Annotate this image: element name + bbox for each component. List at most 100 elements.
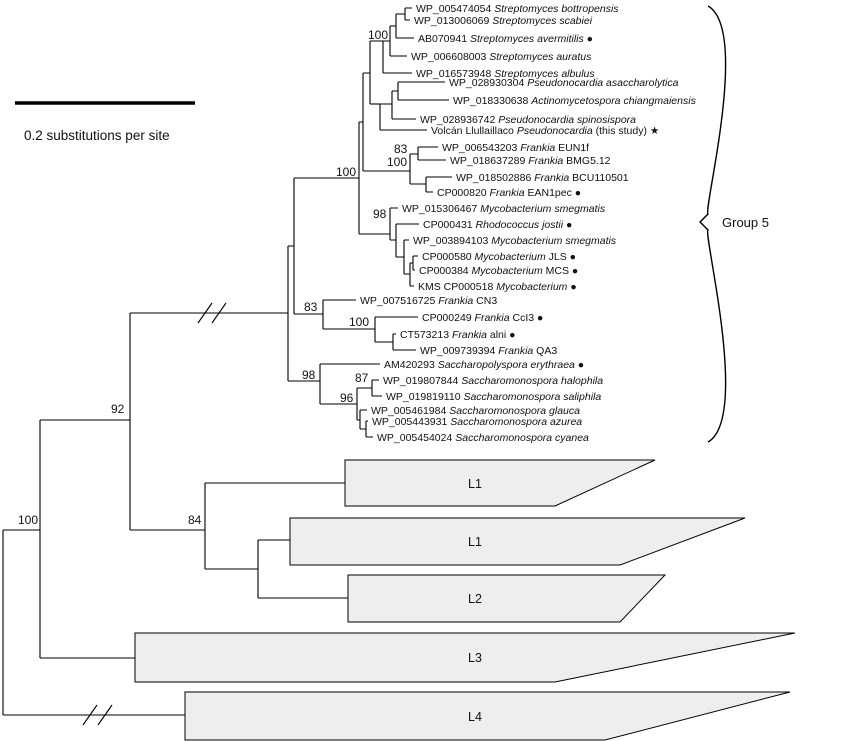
leaf-accession: WP_018637289: [450, 155, 528, 167]
leaf-species: Pseudonocardia asaccharolytica: [527, 77, 678, 89]
branch: [356, 387, 372, 421]
dot-marker-icon: ●: [575, 359, 584, 371]
leaf-accession: WP_006543203: [442, 142, 520, 154]
branch: [371, 379, 382, 397]
leaf-species: Frankia: [438, 295, 473, 307]
support-value: 100: [336, 165, 356, 179]
leaf-species: Frankia: [498, 345, 533, 357]
leaf-label: CT573213 Frankia alni ●: [400, 329, 516, 341]
support-value: 100: [349, 315, 369, 329]
leaf-species: Streptomyces avermitilis: [470, 33, 585, 45]
support-value: 98: [373, 207, 387, 221]
leaf-species: Streptomyces bottropensis: [494, 3, 619, 15]
collapsed-clade-shape: [347, 574, 667, 623]
star-marker-icon: ★: [647, 125, 660, 137]
clade-label: L2: [468, 592, 482, 606]
clade-label: L4: [468, 710, 482, 724]
leaf-strain: BCU110501: [569, 172, 629, 184]
leaf-species: Streptomyces albulus: [494, 68, 595, 80]
leaf-species: Saccharomonospora cyanea: [455, 432, 589, 444]
leaf-label: WP_018637289 Frankia BMG5.12: [450, 155, 611, 167]
leaf-strain: alni: [487, 329, 506, 341]
leaf-strain: QA3: [533, 345, 557, 357]
break-mark: [211, 302, 227, 324]
support-values: 100 83 100 100 98 83 100 98 87 96 92 84 …: [18, 28, 408, 527]
branch: [319, 363, 380, 405]
support-value: 83: [304, 300, 318, 314]
leaf-species: Saccharomonospora halophila: [461, 375, 603, 387]
leaf-species: Saccharomonospora glauca: [449, 405, 580, 417]
leaf-label: WP_009739394 Frankia QA3: [420, 345, 557, 357]
leaf-species: Mycobacterium smegmatis: [491, 235, 617, 247]
leaf-accession: WP_028930304: [449, 77, 527, 89]
leaf-accession: WP_005461984: [371, 405, 449, 417]
clade-label: L1: [468, 477, 482, 491]
support-value: 96: [340, 391, 354, 405]
leaf-accession: AB070941: [418, 33, 470, 45]
leaf-label: WP_005454024 Saccharomonospora cyanea: [377, 432, 589, 444]
leaf-label: WP_019819110 Saccharomonospora saliphila: [386, 391, 601, 403]
break-mark: [97, 704, 113, 726]
leaf-label: WP_006608003 Streptomyces auratus: [411, 51, 592, 63]
leaf-species: Saccharomonospora saliphila: [463, 391, 601, 403]
leaf-strain: CN3: [473, 295, 497, 307]
dot-marker-icon: ●: [563, 219, 572, 231]
leaf-accession: WP_028936742: [420, 114, 498, 126]
leaf-label: WP_018330638 Actinomycetospora chiangmai…: [453, 95, 697, 107]
branch: [369, 40, 383, 104]
leaf-strain: CcI3: [510, 312, 535, 324]
leaf-species: Frankia: [452, 329, 487, 341]
leaf-label: CP000431 Rhodococcus jostii ●: [423, 219, 572, 231]
leaf-accession: WP_005443931: [372, 416, 450, 428]
clade-label: L3: [468, 651, 482, 665]
leaf-accession: WP_018502886: [456, 172, 534, 184]
branch: [382, 40, 412, 74]
leaf-accession: WP_015306467: [402, 203, 480, 215]
leaf-label: WP_005474054 Streptomyces bottropensis: [416, 3, 619, 15]
leaf-accession: CP000431: [423, 219, 476, 231]
branch: [129, 312, 288, 530]
leaf-accession: WP_007516725: [360, 295, 438, 307]
support-value: 84: [188, 513, 202, 527]
branch: [412, 255, 418, 271]
break-mark: [82, 704, 98, 726]
collapsed-clade-shape: [184, 691, 791, 741]
leaf-species: Saccharomonospora azurea: [450, 416, 582, 428]
leaf-species: Saccharopolyspora erythraea: [438, 359, 575, 371]
dot-marker-icon: ●: [534, 312, 543, 324]
branch: [293, 177, 359, 315]
branch: [389, 207, 398, 241]
support-value: 87: [355, 371, 369, 385]
group-5-brace: Group 5: [699, 5, 769, 443]
leaf-label: CP000580 Mycobacterium JLS ●: [422, 251, 576, 263]
leaf-accession: CP000580: [422, 251, 475, 263]
leaf-species: Mycobacterium: [496, 281, 567, 293]
branch: [358, 121, 363, 234]
tree-branches: [2, 7, 452, 716]
branch: [397, 81, 449, 101]
leaf-accession: WP_019819110: [386, 391, 463, 403]
leaf-strain: (this study): [593, 125, 647, 137]
branch: [39, 419, 135, 659]
leaf-accession: WP_006608003: [411, 51, 489, 63]
leaf-accession: WP_009739394: [420, 345, 498, 357]
leaf-label: WP_019807844 Saccharomonospora halophila: [383, 375, 603, 387]
branch: [204, 482, 345, 570]
leaf-label: WP_015306467 Mycobacterium smegmatis: [402, 203, 606, 215]
branch: [287, 245, 294, 381]
branch: [379, 103, 427, 131]
support-value: 100: [387, 155, 407, 169]
dot-marker-icon: ●: [567, 281, 576, 293]
dot-marker-icon: ●: [569, 265, 578, 277]
leaf-strain: EUN1f: [555, 142, 589, 154]
leaf-label: KMS CP000518 Mycobacterium ●: [418, 281, 577, 293]
leaf-species: Mycobacterium: [475, 251, 546, 263]
group-brace: [699, 5, 727, 443]
leaf-species: Streptomyces auratus: [489, 51, 592, 63]
collapsed-clades: L1 L1 L2 L3 L4: [134, 459, 796, 741]
branch: [403, 239, 410, 275]
leaf-accession: CT573213: [400, 329, 452, 341]
leaf-strain: BMG5.12: [563, 155, 610, 167]
break-mark: [197, 302, 213, 324]
